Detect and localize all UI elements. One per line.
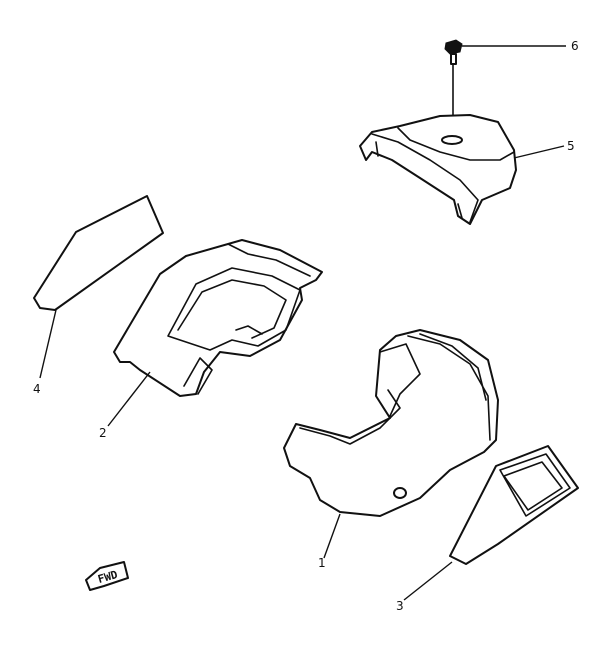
rear-cover — [359, 114, 517, 225]
callout-6: 6 — [571, 39, 579, 53]
upper-panel — [113, 239, 323, 397]
leader-1 — [323, 513, 341, 559]
leader-lines — [39, 45, 566, 601]
fwd-badge-label: FWD — [96, 568, 119, 586]
callout-4: 4 — [33, 382, 41, 396]
callout-5: 5 — [567, 139, 575, 153]
right-side-lens — [449, 445, 579, 565]
leader-5 — [513, 145, 565, 159]
callout-3: 3 — [396, 599, 404, 613]
callouts: 6 5 4 2 1 3 — [33, 39, 579, 613]
callout-2: 2 — [99, 426, 107, 440]
front-cowl — [283, 329, 499, 517]
fwd-badge: FWD — [85, 561, 129, 591]
left-side-lens — [33, 195, 164, 311]
callout-1: 1 — [318, 556, 326, 570]
leader-2 — [107, 371, 151, 427]
leader-3 — [403, 561, 453, 601]
leader-4 — [39, 309, 57, 379]
